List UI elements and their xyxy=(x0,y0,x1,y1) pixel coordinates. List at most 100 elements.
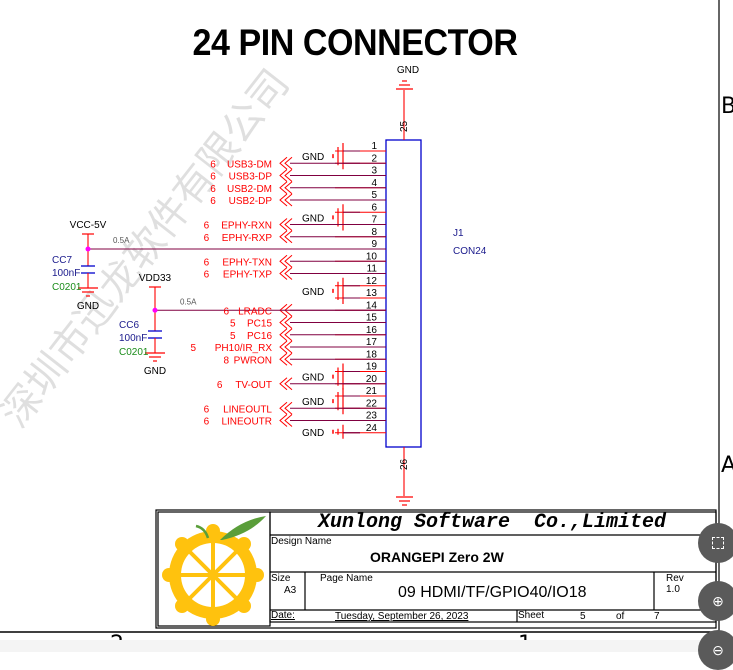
pin-number: 1 xyxy=(371,141,377,152)
signal-net-label: LRADC xyxy=(238,306,272,317)
signal-sheet-ref: 8 xyxy=(223,355,229,366)
signal-net-label: EPHY-RXP xyxy=(222,233,273,244)
fit-screen-icon xyxy=(712,537,724,549)
design-name: ORANGEPI Zero 2W xyxy=(370,549,504,565)
pin-number: 8 xyxy=(371,227,377,238)
connector-body xyxy=(385,139,422,448)
pin-number: 15 xyxy=(366,313,378,324)
pin-number: 10 xyxy=(366,251,378,262)
signal-net-label: PC16 xyxy=(247,331,272,342)
signal-net-label: PC15 xyxy=(247,319,272,330)
offpage-connector-icon xyxy=(279,328,288,342)
offpage-connector-icon xyxy=(284,169,293,182)
offpage-connector-icon xyxy=(284,401,293,415)
sheet-total: 7 xyxy=(654,611,660,622)
rev-value: 1.0 xyxy=(666,584,680,595)
fit-screen-button[interactable] xyxy=(698,523,733,563)
signal-sheet-ref: 6 xyxy=(204,257,210,268)
signal-sheet-ref: 6 xyxy=(210,196,216,207)
offpage-connector-icon xyxy=(279,254,288,268)
zoom-out-button[interactable]: ⊖ xyxy=(698,630,733,670)
size-label: Size xyxy=(271,573,291,584)
signal-sheet-ref: 6 xyxy=(204,233,210,244)
signal-sheet-ref: 6 xyxy=(223,306,229,317)
junction-dot xyxy=(85,246,91,252)
offpage-connector-icon xyxy=(279,316,288,329)
signal-net-label: EPHY-RXN xyxy=(221,221,272,232)
offpage-connector-icon xyxy=(284,267,293,280)
pin-number: 14 xyxy=(366,300,378,311)
schematic-canvas: 深圳市迅龙软件有限公司 1234567891011121314151617181… xyxy=(0,0,720,633)
gnd-label: GND xyxy=(302,213,324,224)
signal-net-label: USB2-DM xyxy=(227,184,272,195)
offpage-connector-icon xyxy=(279,340,288,354)
pin-number: 20 xyxy=(366,374,378,385)
offpage-connector-icon xyxy=(279,230,288,244)
current-annotation: 0.5A xyxy=(113,236,130,245)
signal-net-label: USB3-DM xyxy=(227,159,272,170)
pin-number: 3 xyxy=(371,166,377,177)
pin-number: 19 xyxy=(366,362,378,373)
offpage-connector-icon xyxy=(284,156,293,170)
cap-gnd-label: GND xyxy=(144,366,166,377)
pin-number: 16 xyxy=(366,325,378,336)
pin-number: 18 xyxy=(366,349,378,360)
gnd-label-top: GND xyxy=(397,65,419,76)
signal-sheet-ref: 6 xyxy=(210,184,216,195)
page-title: 24 PIN CONNECTOR xyxy=(192,22,518,63)
rev-label: Rev xyxy=(666,573,684,584)
design-name-label: Design Name xyxy=(271,536,332,547)
offpage-connector-icon xyxy=(279,218,288,231)
pin-26-number: 26 xyxy=(399,458,410,470)
signal-net-label: TV-OUT xyxy=(235,380,272,391)
page-name: 09 HDMI/TF/GPIO40/IO18 xyxy=(398,584,587,601)
zone-letter-b: B xyxy=(721,94,733,119)
current-annotation: 0.5A xyxy=(180,297,197,306)
gnd-label: GND xyxy=(302,428,324,439)
capacitor-package: C0201 xyxy=(119,347,149,358)
offpage-connector-icon xyxy=(284,328,293,342)
signal-net-label: PH10/IR_RX xyxy=(215,343,273,354)
connector-value: CON24 xyxy=(453,246,487,257)
signal-net-label: EPHY-TXN xyxy=(222,257,272,268)
signal-sheet-ref: 6 xyxy=(204,404,210,415)
signal-net-label: PWRON xyxy=(234,355,272,366)
signal-sheet-ref: 6 xyxy=(210,159,216,170)
offpage-connector-icon xyxy=(284,377,293,391)
signal-net-label: EPHY-TXP xyxy=(223,270,272,281)
signal-net-label: USB2-DP xyxy=(229,196,273,207)
pin-25-number: 25 xyxy=(399,120,410,132)
signal-sheet-ref: 5 xyxy=(230,331,236,342)
pin-number: 17 xyxy=(366,337,378,348)
pin-number: 12 xyxy=(366,276,378,287)
pin-number: 5 xyxy=(371,190,377,201)
offpage-connector-icon xyxy=(279,414,288,427)
zoom-in-button[interactable]: ⊕ xyxy=(698,581,733,621)
offpage-connector-icon xyxy=(284,218,293,231)
company-name: Xunlong Software Co.,Limited xyxy=(317,511,667,534)
offpage-connector-icon xyxy=(284,414,293,427)
connector-ref: J1 xyxy=(453,228,464,239)
gnd-label: GND xyxy=(302,373,324,384)
pin-number: 21 xyxy=(366,386,378,397)
junction-dot xyxy=(152,307,158,313)
signal-sheet-ref: 6 xyxy=(204,270,210,281)
capacitor-package: C0201 xyxy=(52,282,82,293)
offpage-connector-icon xyxy=(284,254,293,268)
capacitor-value: 100nF xyxy=(119,333,147,344)
zoom-in-icon: ⊕ xyxy=(712,592,724,609)
signal-sheet-ref: 6 xyxy=(210,172,216,183)
offpage-connector-icon xyxy=(284,340,293,354)
offpage-connector-icon xyxy=(284,316,293,329)
offpage-connector-icon xyxy=(284,230,293,244)
pin-number: 9 xyxy=(371,239,377,250)
signal-sheet-ref: 5 xyxy=(190,343,196,354)
offpage-connector-icon xyxy=(279,352,288,366)
offpage-connector-icon xyxy=(284,193,293,207)
pin-number: 23 xyxy=(366,411,378,422)
offpage-connector-icon xyxy=(279,193,288,207)
capacitor-ref: CC6 xyxy=(119,320,139,331)
signal-sheet-ref: 5 xyxy=(230,319,236,330)
signal-net-label: LINEOUTR xyxy=(221,417,272,428)
offpage-connector-icon xyxy=(279,267,288,280)
